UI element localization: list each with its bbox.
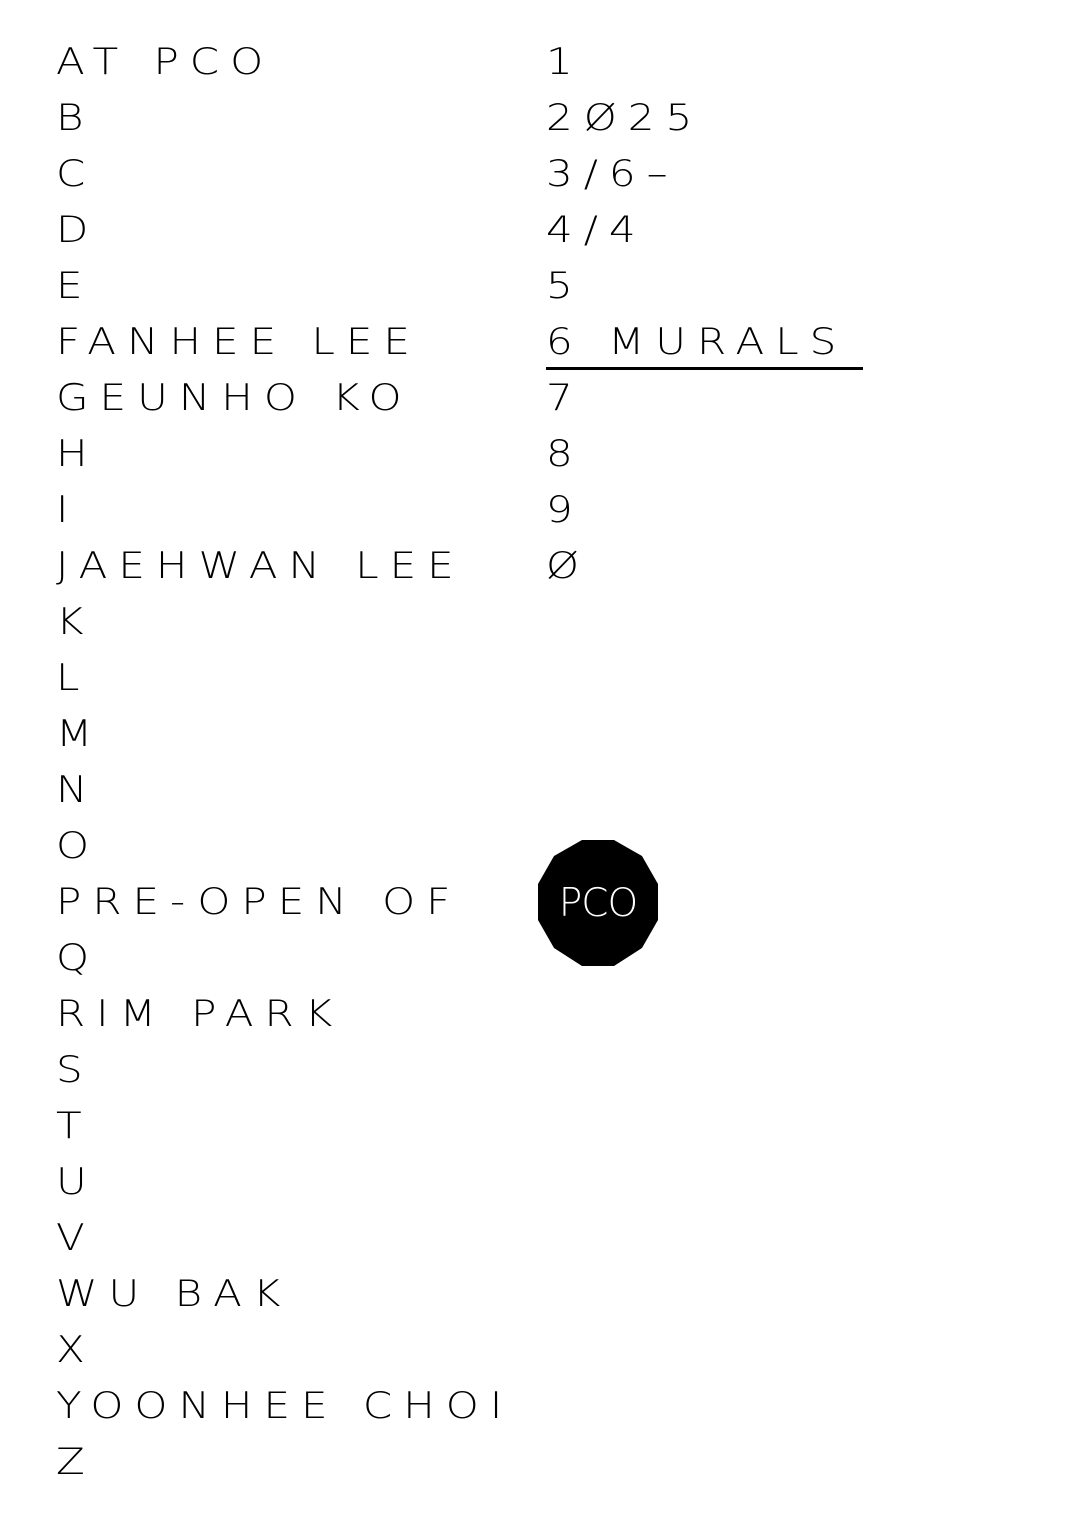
row-o: O — [0, 818, 1080, 874]
left-text: JAEHWAN LEE — [56, 544, 465, 587]
row-y: YOONHEE CHOI — [0, 1378, 1080, 1434]
row-l: L — [0, 650, 1080, 706]
row-j: JAEHWAN LEE Ø — [0, 538, 1080, 594]
row-p: PRE-OPEN OF — [0, 874, 1080, 930]
logo-text: PCO — [558, 880, 638, 926]
right-text: 8 — [546, 432, 584, 475]
dodecagon-badge-icon — [538, 840, 658, 966]
left-text: Q — [56, 936, 101, 979]
right-text: 9 — [546, 488, 584, 531]
right-text: 3/6– — [546, 152, 679, 195]
left-text: AT PCO — [56, 40, 275, 83]
row-x: X — [0, 1322, 1080, 1378]
row-b: B 2Ø25 — [0, 90, 1080, 146]
left-text: S — [56, 1048, 94, 1091]
row-i: I 9 — [0, 482, 1080, 538]
left-text: WU BAK — [56, 1272, 292, 1315]
row-k: K — [0, 594, 1080, 650]
left-text: Z — [56, 1440, 96, 1483]
right-text: 2Ø25 — [546, 96, 704, 139]
row-q: Q — [0, 930, 1080, 986]
pco-logo: PCO — [536, 840, 660, 966]
left-text: U — [56, 1160, 98, 1203]
left-text: PRE-OPEN OF — [56, 880, 462, 923]
left-text: O — [56, 824, 101, 867]
left-text: B — [56, 96, 95, 139]
left-text: E — [56, 264, 94, 307]
row-s: S — [0, 1042, 1080, 1098]
row-w: WU BAK — [0, 1266, 1080, 1322]
left-text: YOONHEE CHOI — [56, 1384, 514, 1427]
left-text: T — [56, 1104, 93, 1147]
row-v: V — [0, 1210, 1080, 1266]
row-h: H 8 — [0, 426, 1080, 482]
row-m: M — [0, 706, 1080, 762]
title-underline — [546, 367, 863, 370]
row-r: RIM PARK — [0, 986, 1080, 1042]
exhibition-title: 6 MURALS — [546, 320, 848, 363]
left-text: GEUNHO KO — [56, 376, 413, 419]
left-text: X — [56, 1328, 96, 1371]
left-text: M — [56, 712, 104, 755]
row-u: U — [0, 1154, 1080, 1210]
row-z: Z — [0, 1434, 1080, 1490]
row-t: T — [0, 1098, 1080, 1154]
right-text: 4/4 — [546, 208, 647, 251]
row-a: AT PCO 1 — [0, 34, 1080, 90]
left-text: I — [56, 488, 80, 531]
right-text: Ø — [546, 544, 591, 587]
left-text: N — [56, 768, 99, 811]
left-text: K — [56, 600, 95, 643]
left-text: C — [56, 152, 97, 195]
row-d: D 4/4 — [0, 202, 1080, 258]
row-e: E 5 — [0, 258, 1080, 314]
left-text: L — [56, 656, 91, 699]
left-text: FANHEE LEE — [56, 320, 421, 363]
row-n: N — [0, 762, 1080, 818]
left-text: V — [56, 1216, 96, 1259]
row-f: FANHEE LEE 6 MURALS — [0, 314, 1080, 370]
left-text: D — [56, 208, 100, 251]
right-text: 5 — [546, 264, 584, 307]
row-c: C 3/6– — [0, 146, 1080, 202]
right-text: 7 — [546, 376, 584, 419]
right-text: 1 — [546, 40, 584, 83]
left-text: RIM PARK — [56, 992, 344, 1035]
row-g: GEUNHO KO 7 — [0, 370, 1080, 426]
left-text: H — [56, 432, 99, 475]
